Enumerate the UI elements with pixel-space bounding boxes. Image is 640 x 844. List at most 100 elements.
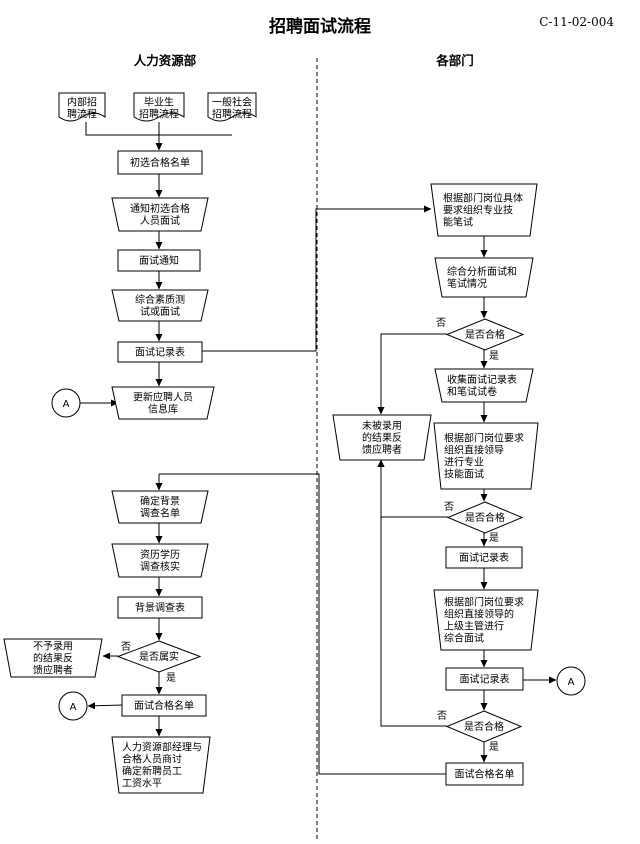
label-no-decision1: 否 [436,317,446,329]
pro-interview-text-0: 根据部门岗位要求 [444,432,524,445]
interview-record-2: 面试记录表 [445,546,523,569]
connector-a1: A [51,388,81,418]
decision-3: 是否合格 [445,710,523,743]
source-graduate-text-0: 毕业生 [144,96,174,109]
salary-discussion-text-0: 人力资源部经理与 [122,741,202,754]
decision-true: 是否属实 [116,640,202,673]
decision-2: 是否合格 [446,501,524,534]
reject-notice-text-1: 的结果反 [33,652,73,665]
interview-record-2-text-0: 面试记录表 [459,551,509,564]
interview-notice-box-text-0: 面试通知 [139,254,179,267]
source-social-text-1: 招聘流程 [212,108,252,121]
label-yes-decision1: 是 [489,350,499,362]
fail-notice-text-1: 的结果反 [362,431,402,444]
source-internal-text-1: 聘流程 [67,108,97,121]
connector-a1-label: A [63,399,70,410]
bg-check-list-text-1: 调查名单 [140,507,180,520]
analysis-box-text-0: 综合分析面试和 [447,265,517,278]
update-database-text-0: 更新应聘人员 [133,391,193,404]
interview-record-box-text-0: 面试记录表 [135,346,185,359]
decision3-no-to-fail [377,459,447,727]
qualification-verify-text-1: 调查核实 [140,560,180,573]
pro-interview-text-3: 技能面试 [444,468,484,481]
analysis-box-text-1: 笔试情况 [447,277,487,290]
pass-list-left-text-0: 面试合格名单 [134,699,194,712]
notify-candidates-text-0: 通知初选合格 [130,202,190,215]
shortlist-box: 初选合格名单 [117,150,203,175]
salary-discussion-text-3: 工资水平 [122,778,162,790]
decision-3-text-0: 是否合格 [464,720,504,733]
update-database-text-1: 信息库 [148,403,178,416]
decision-true-text-0: 是否属实 [139,650,179,663]
lane-header-hr: 人力资源部 [133,53,197,68]
decision1-no-to-fail [377,333,447,415]
label-no-decision2: 否 [444,501,454,513]
decision-2-text-0: 是否合格 [465,511,505,524]
connector-a3: A [556,666,586,696]
salary-discussion-text-2: 确定新聘员工 [122,765,182,778]
shortlist-box-text-0: 初选合格名单 [130,156,190,169]
notify-candidates-text-1: 人员面试 [140,214,180,227]
salary-discussion-text-1: 合格人员商讨 [122,753,182,766]
connector-a2-label: A [70,702,77,713]
fail-notice-text-0: 未被录用 [362,419,402,432]
src-join-line [85,122,232,136]
label-yes-true: 是 [166,672,176,684]
pass-list-right-text-0: 面试合格名单 [455,768,515,781]
connector-a3-label: A [568,677,575,688]
decision-1-text-0: 是否合格 [465,328,505,341]
pro-interview-text-2: 进行专业 [444,456,484,469]
label-yes-decision3: 是 [489,741,499,753]
interview-record-3-text-0: 面试记录表 [460,673,510,686]
label-no-decision3: 否 [437,710,447,722]
decision-1: 是否合格 [445,318,525,351]
collect-records-text-1: 和笔试试卷 [447,385,497,398]
final-interview-text-1: 组织直接领导的 [444,608,514,621]
final-interview-text-3: 综合面试 [444,632,484,645]
quality-test-text-1: 试或面试 [140,305,180,318]
fail-notice-text-2: 馈应聘者 [362,443,402,456]
interview-record-box: 面试记录表 [117,341,203,363]
decision2-no-to-fail [377,459,448,518]
label-yes-decision2: 是 [489,532,499,544]
pass-list-right: 面试合格名单 [445,762,524,786]
bg-check-table-text-0: 背景调查表 [135,601,185,614]
final-interview-text-2: 上级主管进行 [444,620,504,633]
reject-notice-text-0: 不予录用 [33,641,73,653]
written-test-text-1: 要求组织专业技 [443,204,513,217]
lane-header-departments: 各部门 [436,53,474,68]
written-test-text-0: 根据部门岗位具体 [443,192,523,205]
pass-list-left: 面试合格名单 [121,694,207,717]
final-interview-text-0: 根据部门岗位要求 [444,596,524,609]
record-to-written-test [202,205,432,352]
collect-records-text-0: 收集面试记录表 [447,373,517,386]
quality-test-text-0: 综合素质测 [135,293,185,306]
page-title: 招聘面试流程 [269,17,371,37]
document-number: C-11-02-004 [539,15,614,29]
pass-list-to-bg-check [159,473,446,775]
bg-check-table: 背景调查表 [117,596,203,619]
source-social-text-0: 一般社会 [212,96,252,109]
source-graduate-text-1: 招聘流程 [139,108,179,121]
reject-notice-text-2: 馈应聘者 [33,664,73,677]
interview-record-3: 面试记录表 [445,667,524,691]
interview-notice-box: 面试通知 [117,249,201,272]
qualification-verify-text-0: 资历学历 [140,548,180,561]
